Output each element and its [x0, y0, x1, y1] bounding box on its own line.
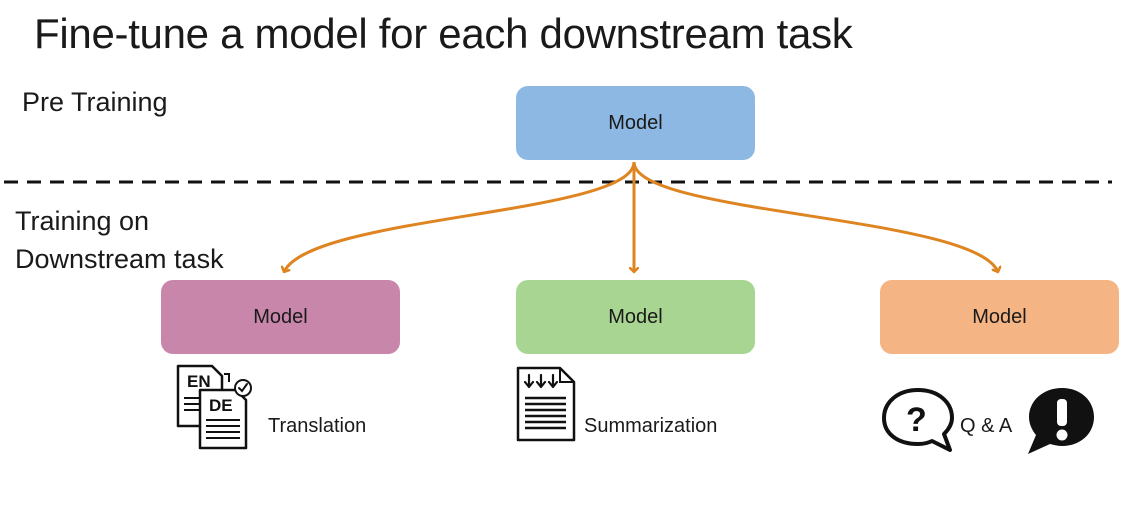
- document-summary-icon: [516, 366, 576, 442]
- question-bubble-icon: ?: [882, 388, 954, 452]
- summarization-task-label: Summarization: [584, 415, 718, 437]
- downstream-label-line-2: Downstream task: [15, 244, 224, 274]
- source-language-code: EN: [187, 372, 211, 391]
- qa-model-label: Model: [972, 305, 1027, 328]
- translation-model-label: Model: [253, 305, 308, 328]
- downstream-label-line-1: Training on: [15, 206, 150, 236]
- translation-task-label: Translation: [268, 415, 367, 437]
- pretrained-model-box: Model: [516, 86, 755, 160]
- svg-text:?: ?: [906, 401, 927, 439]
- arrow-to-translation: [284, 161, 636, 272]
- target-language-code: DE: [209, 396, 233, 415]
- qa-task-label: Q & A: [960, 415, 1013, 437]
- summarization-model-label: Model: [608, 305, 663, 328]
- exclamation-bubble-icon: [1028, 388, 1094, 454]
- translation-model-box: Model: [161, 280, 400, 354]
- pre-training-label: Pre Training: [22, 87, 168, 117]
- qa-model-box: Model: [880, 280, 1119, 354]
- pretrained-model-label: Model: [608, 111, 663, 134]
- document-translation-icon: EN DE: [176, 364, 252, 450]
- arrow-to-qa: [632, 161, 998, 272]
- diagram-title: Fine-tune a model for each downstream ta…: [34, 10, 853, 57]
- summarization-model-box: Model: [516, 280, 755, 354]
